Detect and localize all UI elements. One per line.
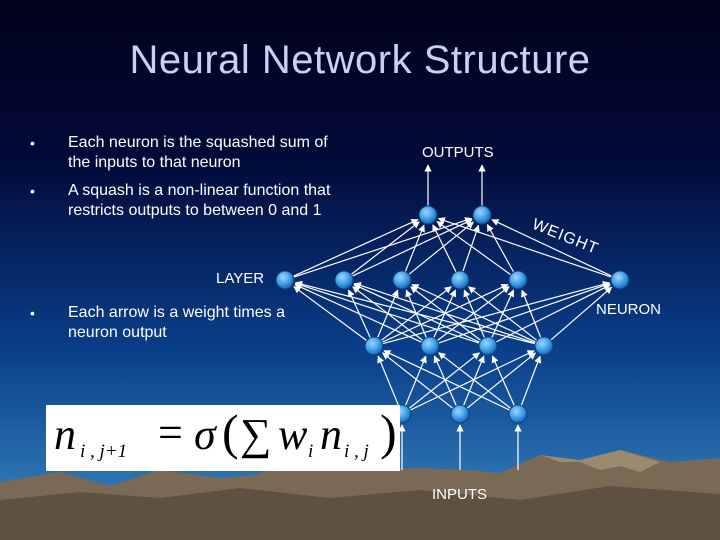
output-neuron xyxy=(418,205,438,225)
formula-lhs-n: n xyxy=(54,410,76,459)
inputs-label: INPUTS xyxy=(432,486,488,503)
weight-arrow xyxy=(495,284,611,343)
outputs-label: OUTPUTS xyxy=(422,144,494,161)
formula-equals: = xyxy=(158,408,183,457)
weight-arrow xyxy=(438,352,512,409)
weight-arrow xyxy=(294,281,480,344)
weight-arrow xyxy=(520,355,542,406)
slide-title: Neural Network Structure xyxy=(129,38,591,82)
input-neuron xyxy=(450,404,470,424)
formula-open-paren: ( xyxy=(222,404,239,460)
weight-arrow xyxy=(350,221,420,275)
weight-arrow xyxy=(433,355,457,407)
weight-arrow xyxy=(409,350,535,411)
weight-arrow xyxy=(293,286,368,342)
weight-arrow xyxy=(377,355,400,406)
weight-arrow xyxy=(293,217,473,278)
neuron-label: NEURON xyxy=(596,301,662,318)
weight-arrow xyxy=(383,350,511,411)
weight-arrow xyxy=(491,219,613,277)
weight-arrow xyxy=(411,284,537,343)
weight-arrow xyxy=(468,286,538,341)
hidden-neuron xyxy=(610,270,630,290)
neurons xyxy=(275,205,630,424)
bullet-text: Each neuron is the squashed sum of the i… xyxy=(68,134,328,171)
formula-box: n i , j+1 = σ ( ∑ w i n i , j ) xyxy=(46,404,400,471)
bullet-text: A squash is a non-linear function that r… xyxy=(68,182,331,219)
bullet-dot: • xyxy=(30,183,35,199)
hidden-neuron xyxy=(334,270,354,290)
weight-arrow xyxy=(353,282,536,344)
weight-arrow xyxy=(292,218,419,277)
weight-arrow xyxy=(404,224,425,272)
weight-arrow xyxy=(437,217,612,278)
hidden-neuron xyxy=(534,336,554,356)
weight-arrow xyxy=(351,219,473,277)
weight-arrow xyxy=(491,355,515,407)
weight-arrow xyxy=(382,352,454,409)
formula-w-subscript: i xyxy=(308,441,314,462)
bullet-dot: • xyxy=(30,135,35,151)
weight-arrow xyxy=(404,355,427,406)
weight-arrow xyxy=(436,220,512,276)
hidden-neuron xyxy=(420,336,440,356)
formula-sum-sign: ∑ xyxy=(240,410,272,459)
hidden-neuron xyxy=(364,336,384,356)
hidden-neuron xyxy=(450,270,470,290)
weight-arrow xyxy=(294,280,536,345)
output-neuron xyxy=(472,205,492,225)
weight-arrow xyxy=(408,221,475,275)
weight-arrow xyxy=(294,283,423,343)
weight-arrow xyxy=(466,352,537,409)
formula-w: w xyxy=(278,410,308,459)
hidden-neuron xyxy=(392,270,412,290)
formula-n-subscript: i , j xyxy=(344,441,369,462)
weight-arrow xyxy=(486,223,515,273)
weight-arrow xyxy=(462,224,480,272)
formula-close-paren: ) xyxy=(380,404,397,460)
hidden-neuron xyxy=(508,270,528,290)
weight-arrow xyxy=(550,286,613,341)
weight-arrows xyxy=(292,164,613,470)
weight-arrow xyxy=(438,282,611,344)
formula-sigma: σ xyxy=(194,410,216,459)
bullet-dot: • xyxy=(30,305,35,321)
hidden-neuron xyxy=(275,270,295,290)
hidden-neuron xyxy=(478,336,498,356)
weight-arrow xyxy=(521,289,542,338)
input-neuron xyxy=(508,404,528,424)
formula-n: n xyxy=(320,410,342,459)
weight-arrow xyxy=(382,281,611,345)
weight-arrow xyxy=(462,355,485,406)
formula-lhs-subscript: i , j+1 xyxy=(80,441,128,462)
layer-label: LAYER xyxy=(216,270,265,287)
bullet-text: Each arrow is a weight times a neuron ou… xyxy=(68,304,285,341)
weight-arrow xyxy=(408,352,480,409)
weight-arrow xyxy=(432,224,457,273)
